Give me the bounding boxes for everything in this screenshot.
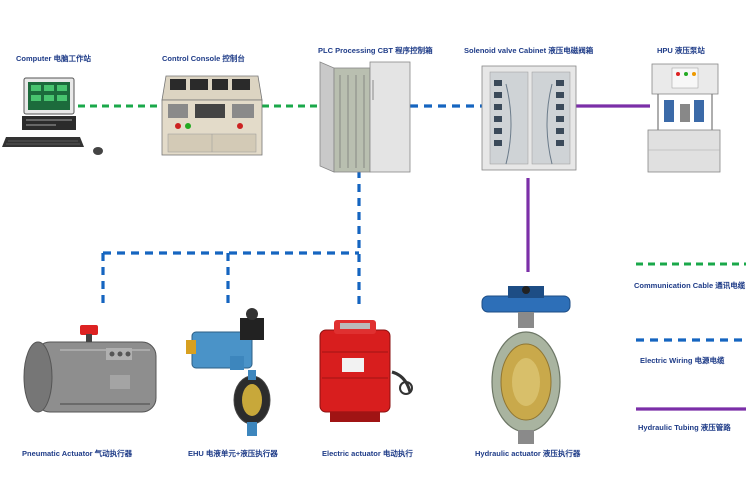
legend-wiring-label: Electric Wiring 电源电缆 (640, 356, 725, 365)
legend (636, 262, 746, 411)
legend-tubing-label: Hydraulic Tubing 液压管路 (638, 423, 731, 432)
solenoid-cabinet-label: Solenoid valve Cabinet 液压电磁阀箱 (464, 46, 594, 55)
ehu-label: EHU 电液单元+液压执行器 (188, 449, 278, 458)
hydraulic-actuator-label: Hydraulic actuator 液压执行器 (475, 449, 581, 458)
hpu-image (647, 63, 721, 173)
solenoid-cabinet-image (481, 65, 577, 171)
hydraulic-actuator-image (481, 286, 571, 444)
control-console-image (161, 75, 263, 156)
legend-comm-label: Communication Cable 通讯电缆 (634, 281, 746, 290)
pneumatic-actuator-label: Pneumatic Actuator 气动执行器 (22, 449, 133, 458)
plc-cabinet-label: PLC Processing CBT 程序控制箱 (318, 46, 433, 55)
electric-actuator-label: Electric actuator 电动执行 (322, 449, 413, 458)
ehu-image (186, 308, 271, 436)
electric-actuator-image (319, 320, 413, 422)
hpu-label: HPU 液压泵站 (657, 46, 705, 55)
plc-cabinet-image (319, 61, 411, 173)
control-console-label: Control Console 控制台 (162, 54, 245, 63)
computer-image (2, 77, 103, 155)
computer-label: Computer 电脑工作站 (16, 54, 91, 63)
connection-lines (78, 104, 650, 308)
pneumatic-actuator-image (23, 325, 157, 413)
